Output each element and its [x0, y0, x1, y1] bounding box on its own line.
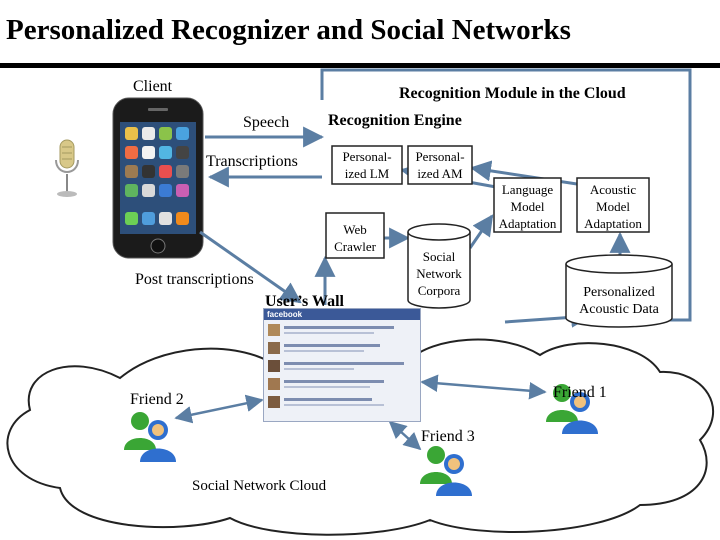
- language-model-adaptation-box: [493, 177, 562, 233]
- personalized-acoustic-data-db: [565, 254, 673, 328]
- cloud-module-label: Recognition Module in the Cloud: [399, 85, 626, 102]
- title-divider: [0, 63, 720, 68]
- personalized-lm-text: Personal-ized LM: [342, 149, 392, 181]
- web-crawler-box: [325, 212, 385, 259]
- smartphone-icon: [112, 97, 204, 259]
- friend2-label: Friend 2: [130, 391, 184, 408]
- wall-post: [268, 324, 414, 338]
- acoustic-model-adaptation-box: [576, 177, 650, 233]
- friend2-icon: [124, 412, 176, 462]
- wall-post: [268, 360, 414, 374]
- recognition-engine-label: Recognition Engine: [328, 112, 462, 129]
- social-network-cloud-label: Social Network Cloud: [192, 478, 327, 494]
- friend1-icon: [546, 384, 598, 434]
- am-adaptation-to-am-arrow: [469, 160, 591, 188]
- wall-post: [268, 378, 414, 392]
- page-title: Personalized Recognizer and Social Netwo…: [6, 14, 571, 46]
- personalized-lm-box: [331, 145, 403, 185]
- wall-header: facebook: [264, 309, 420, 320]
- corpora-to-lm-adaptation-arrow: [468, 214, 494, 249]
- personalized-am-box: [407, 145, 473, 185]
- friend3-icon: [420, 446, 472, 496]
- friend2-wall-arrow: [174, 394, 264, 424]
- wall-post: [268, 396, 414, 410]
- post-transcriptions-label: Post transcriptions: [135, 271, 254, 288]
- users-wall-label: User’s Wall: [265, 293, 344, 310]
- speech-label: Speech: [243, 114, 290, 131]
- friend3-label: Friend 3: [421, 428, 475, 445]
- client-label: Client: [133, 78, 173, 95]
- users-wall-screenshot: facebook: [263, 308, 421, 422]
- transcriptions-label: Transcriptions: [206, 153, 298, 170]
- friend1-wall-arrow: [420, 374, 547, 400]
- post-transcriptions-arrow: [199, 230, 302, 304]
- personalized-am-text: Personal-ized AM: [415, 149, 465, 181]
- microphone-icon: [55, 139, 79, 197]
- friend1-label: Friend 1: [553, 384, 607, 401]
- friend3-wall-arrow: [388, 420, 422, 451]
- cloud-module-border: [320, 68, 692, 322]
- wall-post: [268, 342, 414, 356]
- social-network-corpora-db: [407, 223, 471, 309]
